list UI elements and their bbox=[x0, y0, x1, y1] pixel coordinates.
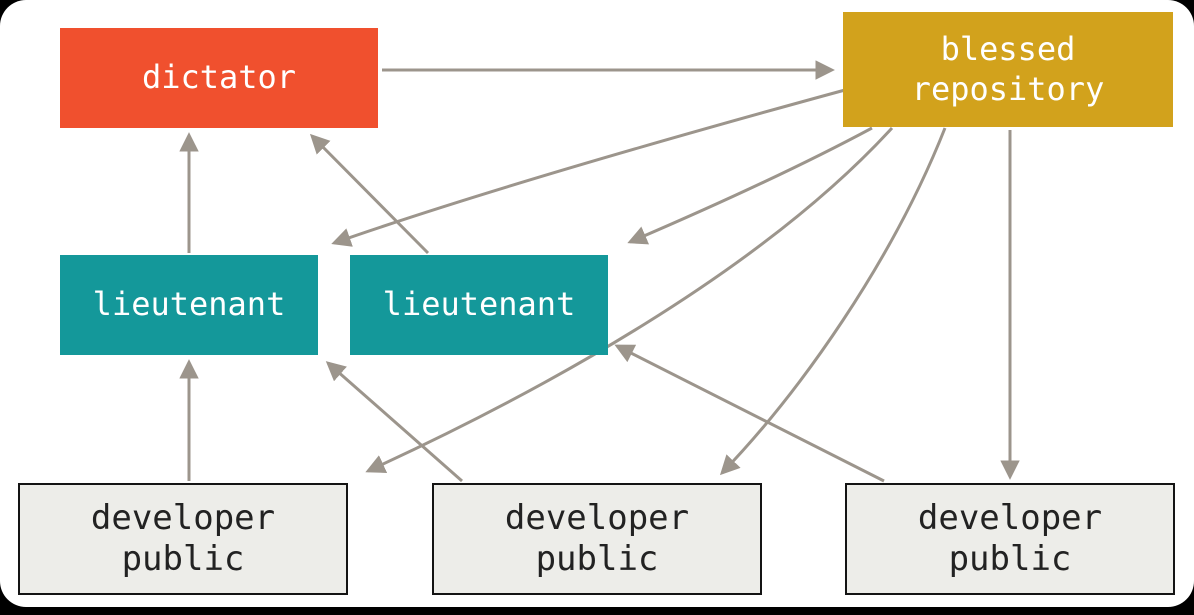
node-lieutenant-1: lieutenant bbox=[60, 255, 318, 355]
node-dictator: dictator bbox=[60, 28, 378, 128]
node-lieutenant-2: lieutenant bbox=[350, 255, 608, 355]
node-blessed-repository: blessed repository bbox=[843, 12, 1173, 127]
node-developer-public-3: developer public bbox=[845, 483, 1175, 595]
node-developer-public-1: developer public bbox=[18, 483, 348, 595]
node-developer-public-2: developer public bbox=[432, 483, 762, 595]
